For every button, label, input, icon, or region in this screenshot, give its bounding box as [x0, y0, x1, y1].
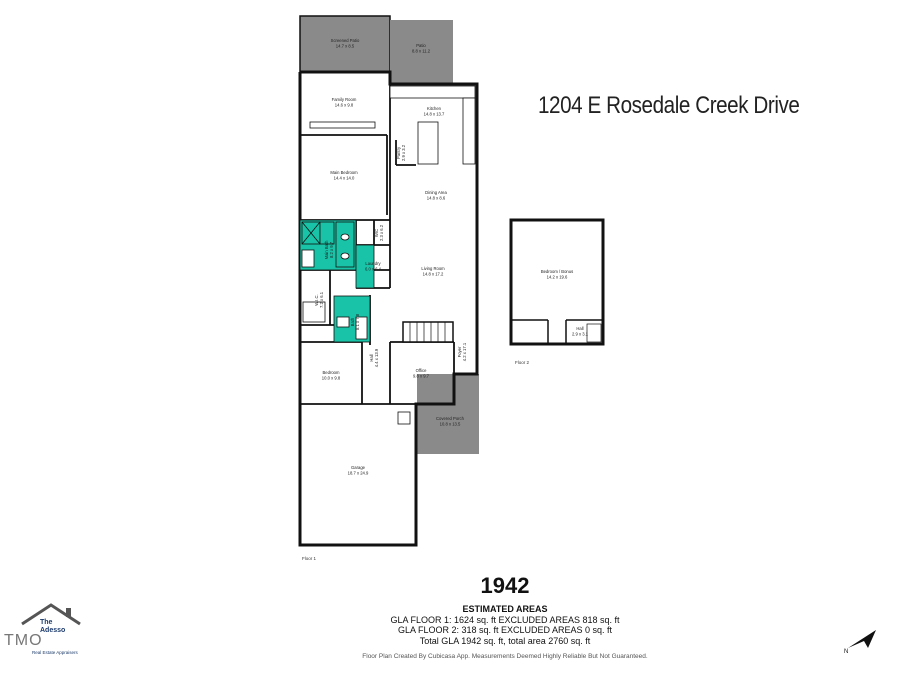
room-name-screened-patio: Screened Patio — [331, 38, 360, 43]
room-dims-office: 9.8 x 9.7 — [413, 374, 430, 379]
room-name-garage: Garage — [351, 465, 366, 470]
room-dims-wic-top: 2.3 x 6.2 — [379, 224, 384, 241]
room-name-kitchen: Kitchen — [427, 106, 442, 111]
room-name-foyer: Foyer — [457, 346, 462, 357]
floor2-outline — [509, 218, 605, 346]
room-dims-living: 14.8 x 17.2 — [423, 272, 444, 277]
room-dims-kitchen: 14.8 x 13.7 — [424, 112, 445, 117]
property-address: 1204 E Rosedale Creek Drive — [538, 92, 800, 119]
room-dims-family-room: 14.6 x 9.8 — [335, 103, 354, 108]
room-name-office: Office — [416, 368, 428, 373]
room-name-hall: Hall — [369, 354, 374, 361]
room-dims-laundry: 6.0 x 6.4 — [365, 267, 382, 272]
room-dims-patio: 8.8 x 11.2 — [412, 49, 431, 54]
logo-tagline: Real Estate Appraisers — [32, 650, 78, 655]
room-dims-screened-patio: 14.7 x 8.5 — [336, 44, 355, 49]
room-name-dining: Dining Area — [425, 190, 447, 195]
kitchen-fixtures — [302, 85, 476, 425]
north-arrow-icon: N — [844, 630, 876, 654]
room-dims-covered-porch: 10.8 x 13.5 — [440, 422, 461, 427]
floor2-interior — [511, 319, 603, 344]
estimated-line-floor2: GLA FLOOR 2: 318 sq. ft EXCLUDED AREAS 0… — [397, 625, 613, 635]
room-dims-bath: 8.1 x 7.8 — [355, 313, 360, 330]
room-dims-wic: 7.2 x 6.1 — [319, 291, 324, 308]
room-dims-garage: 18.7 x 24.9 — [348, 471, 369, 476]
logo-letters: TMO — [4, 632, 43, 649]
room-name-family-room: Family Room — [332, 97, 357, 102]
disclaimer-footer: Floor Plan Created By Cubicasa App. Meas… — [362, 653, 648, 660]
room-dims-pantry: 2.9 x 3.2 — [401, 144, 406, 161]
bath-fixtures — [299, 219, 375, 343]
stairs — [402, 321, 454, 343]
room-dims-bedroom: 10.0 x 9.8 — [322, 376, 341, 381]
room-dims-foyer: 4.2 x 17.1 — [462, 342, 467, 361]
room-dims-hall: 4.4 x 13.9 — [374, 348, 379, 367]
estimated-line-total: Total GLA 1942 sq. ft, total area 2760 s… — [419, 635, 591, 646]
svg-text:N: N — [844, 649, 848, 654]
room-name-bath: Bath — [350, 317, 355, 326]
estimated-line-floor1: GLA FLOOR 1: 1624 sq. ft EXCLUDED AREAS … — [390, 614, 620, 625]
room-dims-main-bath: 8.2 x 9.7 — [329, 241, 334, 258]
room-dims-dining: 14.8 x 8.6 — [427, 196, 446, 201]
room-name-hall2: Hall — [576, 326, 583, 331]
covered-porch-area — [417, 374, 479, 454]
room-name-living: Living Room — [421, 266, 445, 271]
floor1-walls — [298, 70, 479, 547]
floor1-label: Floor 1 — [302, 556, 317, 561]
estimated-areas-title: ESTIMATED AREAS — [462, 604, 548, 614]
room-dims-main-bedroom: 14.4 x 14.0 — [334, 176, 355, 181]
total-sqft-heading: 1942 — [480, 573, 530, 598]
logo-brand-line1: The — [40, 619, 53, 626]
room-name-bonus: Bedroom / Bonus — [541, 269, 573, 274]
room-name-patio: Patio — [416, 43, 426, 48]
floor2-label: Floor 2 — [515, 360, 530, 365]
estimated-areas: ESTIMATED AREAS GLA FLOOR 1: 1624 sq. ft… — [0, 604, 900, 646]
room-name-covered-porch: Covered Porch — [436, 416, 465, 421]
house-icon — [21, 603, 81, 626]
room-dims-hall2: 2.9 x 3.1 — [572, 332, 589, 337]
room-name-main-bath: Main Bath — [324, 240, 329, 260]
screened-patio-area — [299, 15, 391, 73]
room-dims-bonus: 14.2 x 19.6 — [547, 275, 568, 280]
company-logo: The Adesso TMO Real Estate Appraisers — [2, 602, 94, 660]
room-name-bedroom: Bedroom — [323, 370, 341, 375]
logo-brand-line2: Adesso — [40, 627, 66, 634]
room-name-laundry: Laundry — [365, 261, 381, 266]
room-name-pantry: Pantry — [396, 146, 401, 159]
room-name-wic: W.I.C. — [314, 294, 319, 305]
room-labels: Screened Patio 14.7 x 8.5 Patio 8.8 x 11… — [314, 38, 589, 476]
room-name-main-bedroom: Main Bedroom — [330, 170, 358, 175]
room-name-wic-top: WIC — [374, 229, 379, 237]
patio-area — [390, 20, 453, 84]
